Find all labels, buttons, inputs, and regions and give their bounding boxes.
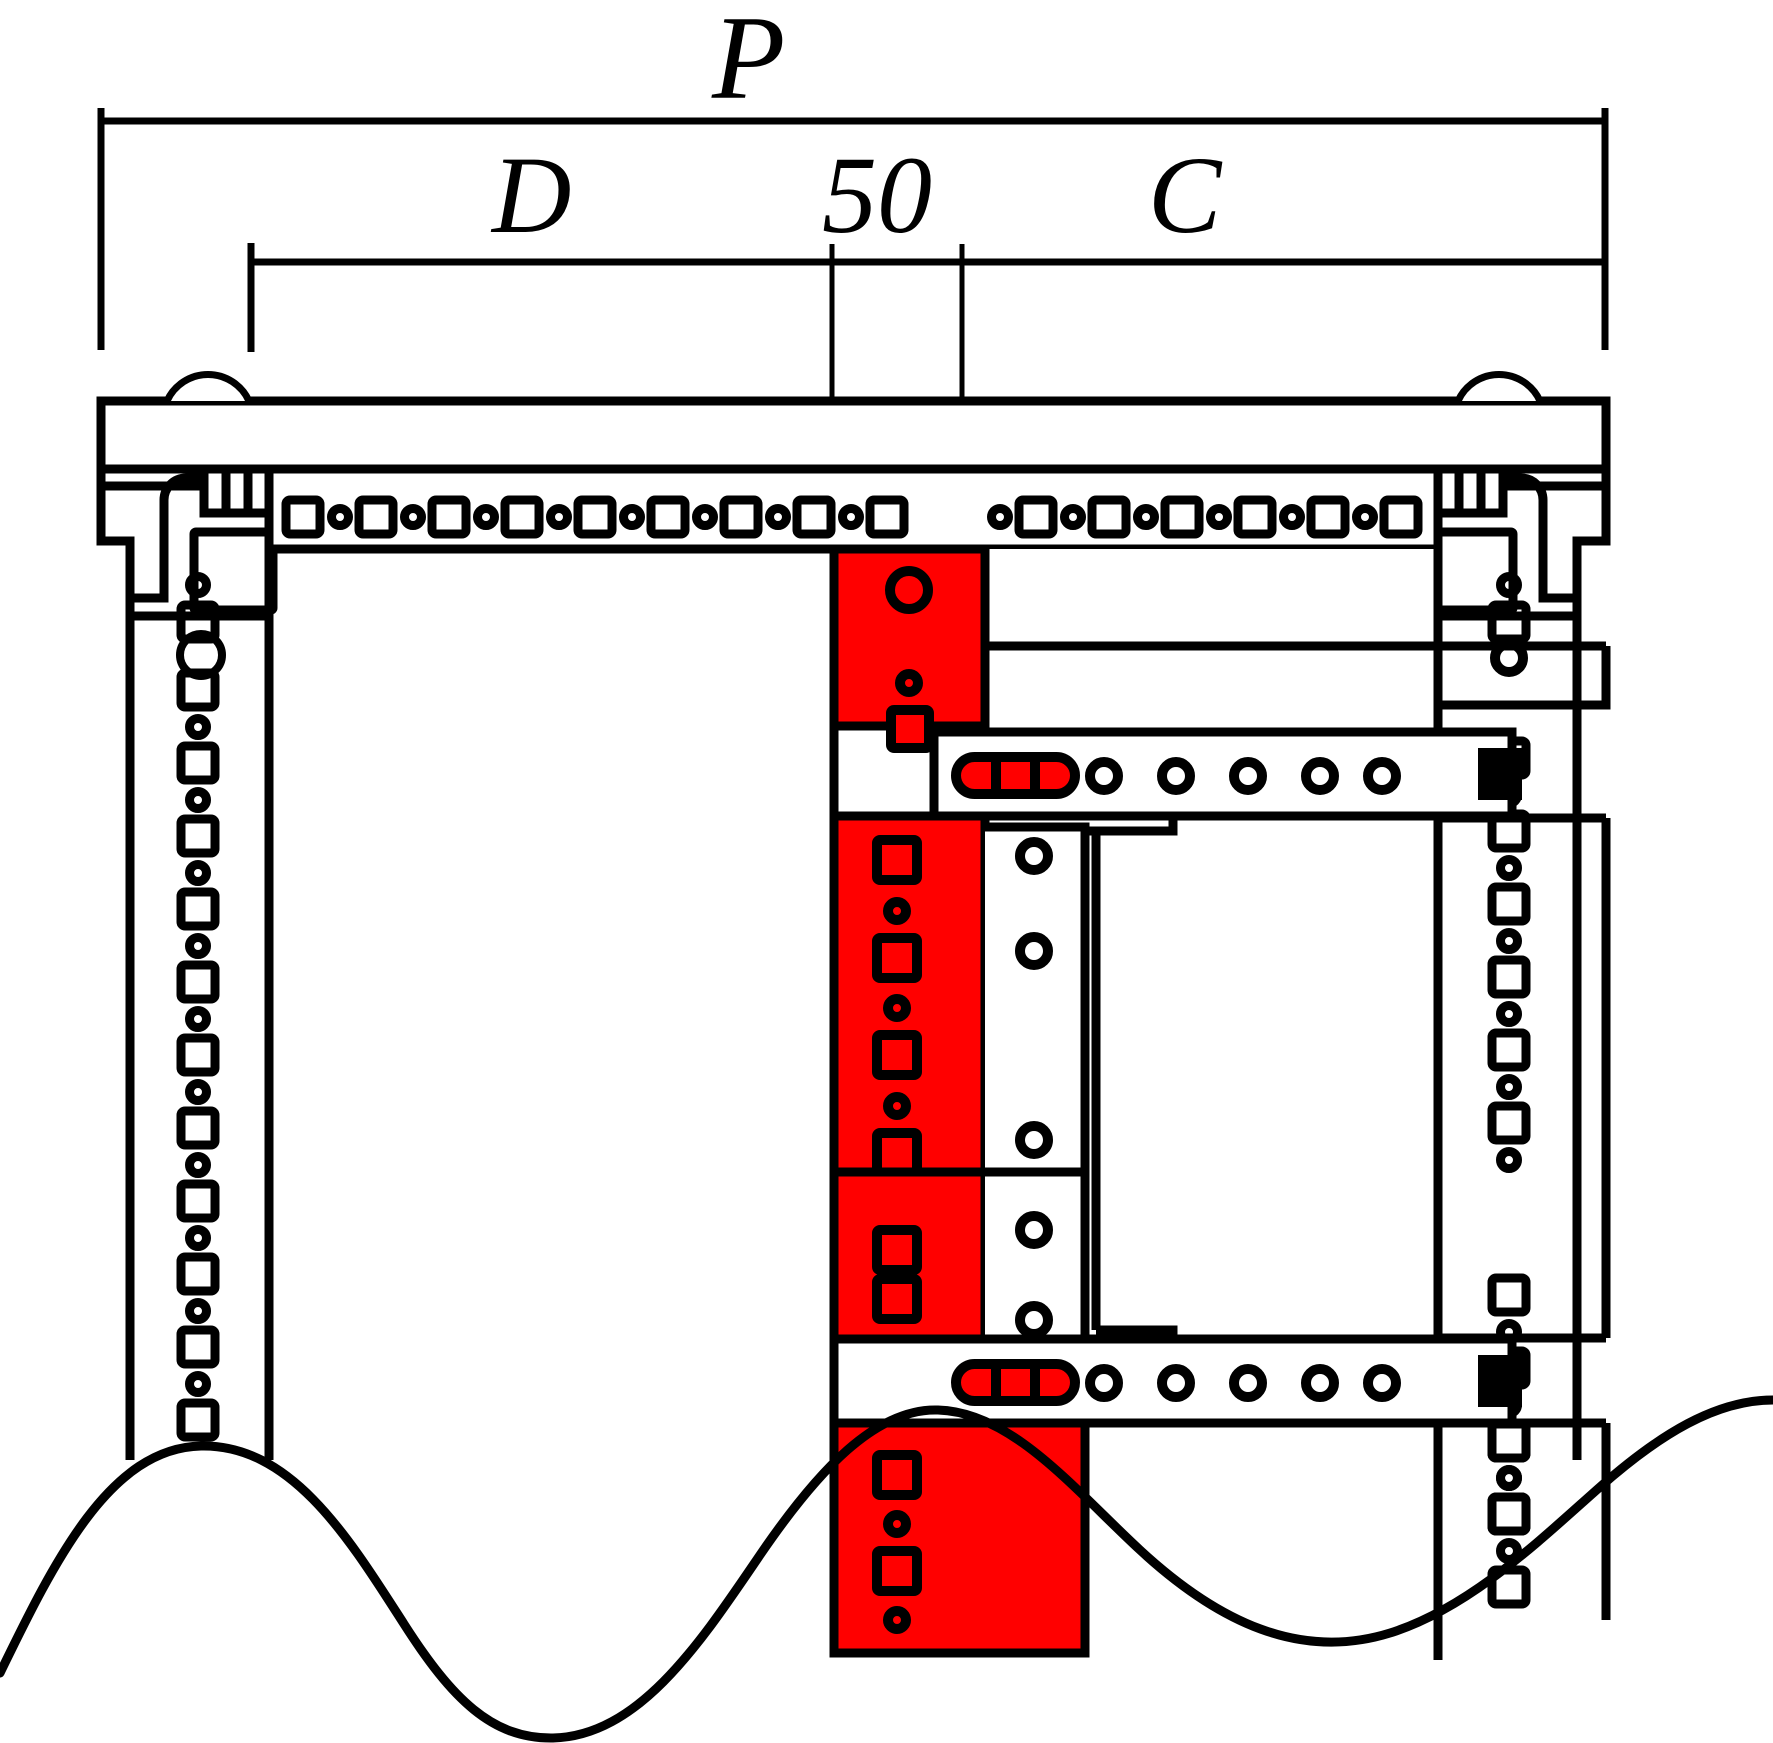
centre-upright-main-segment (829, 811, 1090, 1372)
dimension-label-D: D (492, 134, 572, 256)
bracket-slot-upper (951, 752, 1080, 799)
top-cap-beam (96, 371, 1611, 474)
left-post-perforations (180, 577, 222, 1438)
centre-upright-main-lower (829, 1167, 1090, 1344)
upper-cross-bracket (929, 727, 1522, 821)
dimension-label-50: 50 (822, 134, 932, 256)
left-end-post (96, 401, 278, 1460)
dimension-label-C: C (1148, 134, 1222, 256)
bracket-slot-lower (951, 1359, 1080, 1406)
centre-upright-top-segment (829, 544, 990, 753)
wavy-break-line (0, 1395, 1773, 1743)
top-perforated-rail (264, 464, 1443, 554)
left-lower-body (264, 549, 839, 1460)
bracket-end-block-upper (1478, 748, 1522, 800)
dimension-label-P: P (712, 0, 786, 124)
bracket-end-block-lower (1478, 1355, 1522, 1407)
dimension-lines (97, 108, 1609, 525)
